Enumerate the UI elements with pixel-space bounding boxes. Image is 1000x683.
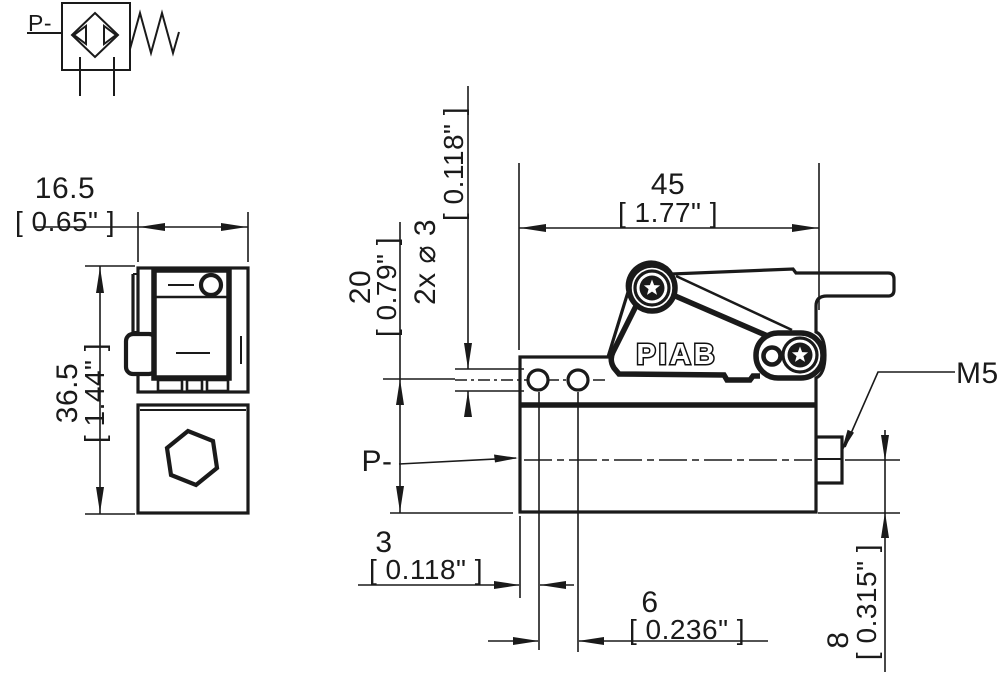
dim-hole-dia-inch: [ 0.118" ] — [438, 107, 469, 221]
bracket-face-outline — [608, 294, 760, 383]
dim-port-height-mm: 8 — [822, 631, 855, 648]
dim-side-height: 36.5 [ 1.44" ] — [51, 265, 135, 515]
arrowhead — [520, 224, 546, 232]
arrowhead — [96, 267, 104, 293]
arrowhead — [578, 637, 604, 645]
arrowhead — [792, 224, 818, 232]
arrowhead — [139, 223, 165, 231]
dim-hole-offset: 20 [ 0.79" ] — [344, 222, 513, 514]
dim-side-width: 16.5 [ 0.65" ] — [15, 172, 249, 262]
bracket-diagonal-inner — [664, 289, 772, 340]
dim-pitch-inch: [ 0.236" ] — [629, 614, 745, 645]
pneumatic-symbol: P- — [27, 2, 180, 96]
side-hex-plug-icon — [164, 428, 220, 488]
arrowhead — [464, 391, 472, 417]
arrowhead — [513, 637, 539, 645]
thread-label: M5 — [956, 357, 999, 390]
arrowhead — [96, 487, 104, 513]
side-terminal — [156, 378, 184, 393]
arrowhead — [540, 581, 566, 589]
dim-front-width-inch: [ 1.77" ] — [618, 197, 718, 228]
port-callout: P- — [362, 445, 518, 478]
side-view: 16.5 [ 0.65" ] 36.5 [ 1.44" ] — [15, 172, 250, 515]
arrowhead — [841, 429, 854, 453]
torx-screw-right-icon — [761, 336, 819, 374]
front-port-label: P- — [362, 445, 393, 478]
dim-hole-pitch: 6 [ 0.236" ] — [488, 586, 768, 645]
dim-port-height: 8 [ 0.315" ] — [818, 430, 900, 672]
dim-front-width: 45 [ 1.77" ] — [518, 163, 820, 350]
schematic-diamond — [70, 11, 120, 59]
front-view: PIAB P- M5 45 [ 1.77" ] — [344, 86, 999, 672]
torx-star-icon — [791, 346, 809, 362]
piab-logo: PIAB — [636, 339, 717, 371]
bracket-diagonal-outer — [675, 274, 793, 332]
side-sensor-block — [151, 267, 232, 381]
dim-front-width-mm: 45 — [651, 168, 685, 201]
mounting-holes — [383, 368, 606, 392]
arrowhead — [494, 454, 518, 463]
torx-screw-top-icon — [633, 269, 671, 307]
arrowhead — [881, 512, 889, 538]
arrowhead — [396, 379, 404, 405]
pin-hole-icon — [761, 345, 783, 367]
dim-edge-inch: [ 0.118" ] — [369, 554, 483, 585]
dim-hole-offset-inch: [ 0.79" ] — [371, 237, 402, 337]
arrowhead — [881, 435, 889, 461]
dim-side-height-inch: [ 1.44" ] — [79, 343, 110, 443]
side-screw-icon — [198, 272, 224, 298]
side-terminal — [185, 378, 204, 393]
schematic-spring-icon — [129, 9, 180, 57]
mounting-hole-icon — [566, 368, 590, 392]
side-view-body — [123, 266, 250, 515]
dim-side-height-mm: 36.5 — [51, 363, 84, 423]
arrowhead — [396, 486, 404, 512]
dim-edge-distance: 3 [ 0.118" ] — [358, 392, 579, 652]
side-terminal — [205, 378, 230, 393]
torx-star-icon — [643, 279, 661, 295]
dim-edge-mm: 3 — [375, 526, 392, 559]
dim-side-width-mm: 16.5 — [35, 172, 95, 205]
schematic-port-label: P- — [28, 10, 52, 36]
arrowhead — [464, 343, 472, 369]
dim-port-height-inch: [ 0.315" ] — [851, 544, 882, 660]
dim-hole-dia-mm: 2x ⌀ 3 — [409, 219, 442, 305]
arrowhead — [494, 581, 520, 589]
dim-side-width-inch: [ 0.65" ] — [15, 206, 115, 237]
dim-pitch-mm: 6 — [641, 586, 658, 619]
dim-hole-offset-mm: 20 — [344, 270, 377, 304]
m5-fitting — [814, 435, 844, 485]
schematic-right-triangle — [103, 24, 118, 46]
arrowhead — [221, 223, 247, 231]
schematic-left-triangle — [72, 24, 87, 46]
thread-callout: M5 — [841, 357, 999, 453]
mounting-hole-icon — [526, 368, 550, 392]
dim-hole-diameter: 2x ⌀ 3 [ 0.118" ] — [409, 86, 524, 417]
